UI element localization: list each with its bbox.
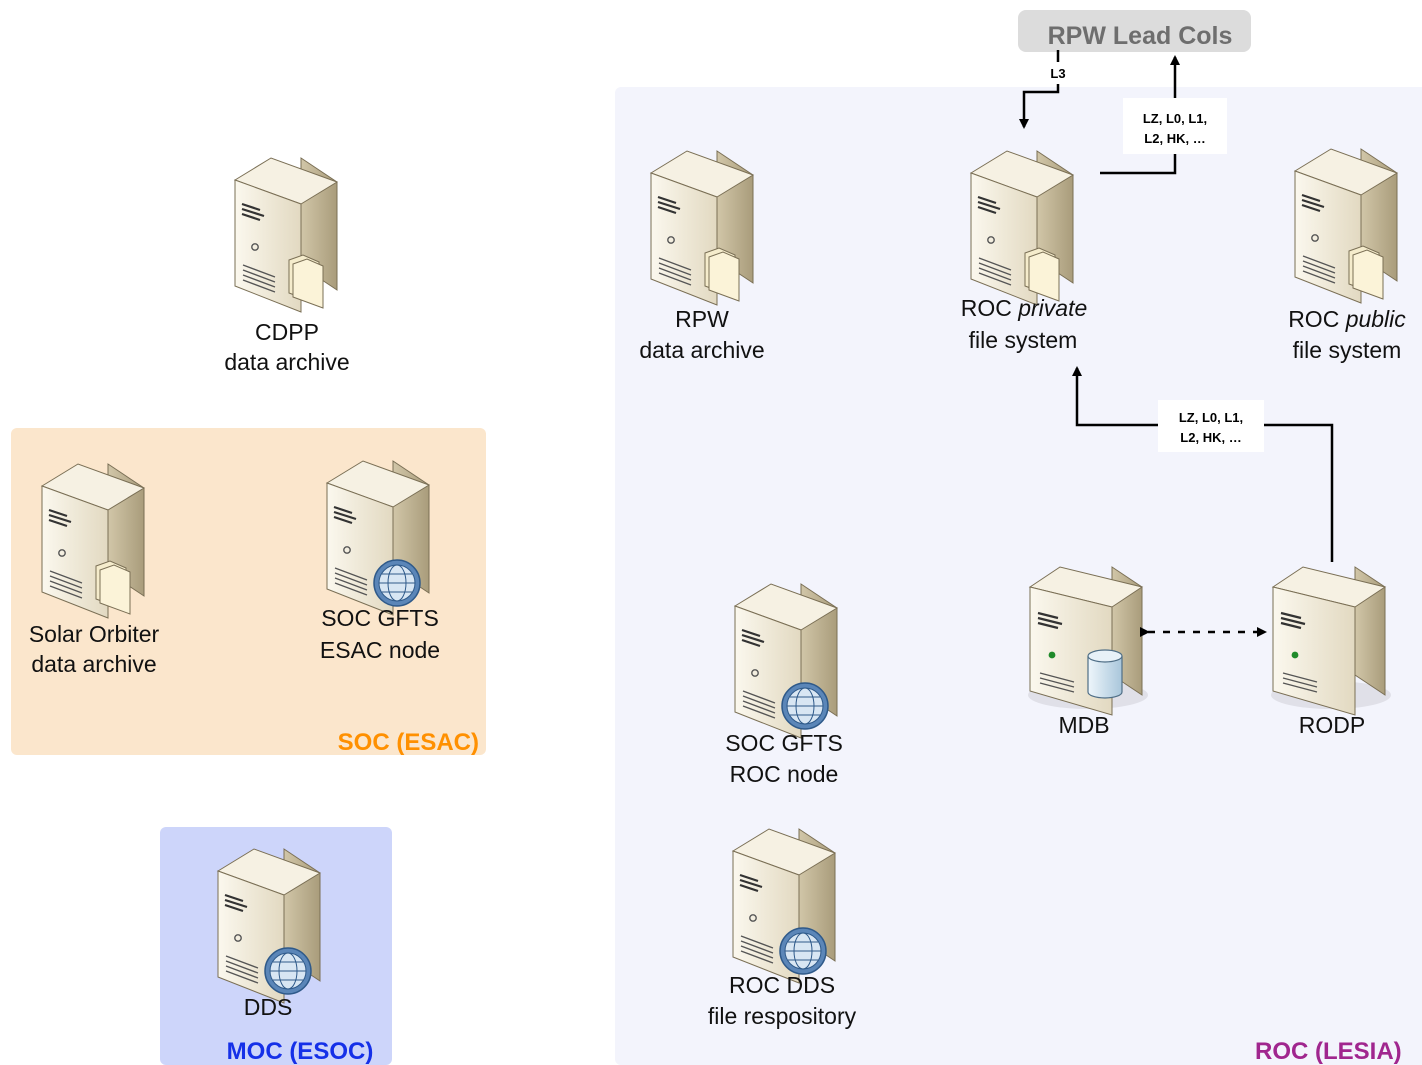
soc-gfts-roc-label-line2: ROC node <box>730 761 839 787</box>
cdpp-label-line2: data archive <box>224 349 349 375</box>
roc-dds-label-line2: file respository <box>708 1003 857 1029</box>
roc-public-file-server-icon <box>1295 149 1397 303</box>
rpw-lead-cols-box <box>1018 10 1251 52</box>
rpw-archive-label-line2: data archive <box>639 337 764 363</box>
mdb-database-server-icon <box>1028 567 1148 715</box>
dds-web-server-icon <box>218 849 320 1003</box>
soc-gfts-roc-label-line1: SOC GFTS <box>725 730 843 756</box>
soc-gfts-esac-label-line1: SOC GFTS <box>321 605 439 631</box>
l3-label-bg <box>1040 62 1076 84</box>
rodp-label: RODP <box>1299 712 1365 738</box>
private-to-lead-label-bg <box>1123 98 1227 154</box>
rpw-archive-file-server-icon <box>651 151 753 305</box>
cdpp-file-server-icon <box>235 158 337 312</box>
solar-orbiter-label-line2: data archive <box>31 651 156 677</box>
roc-private-label-italic: private <box>1017 295 1087 321</box>
private-to-lead-label-line2: L2, HK, … <box>1144 131 1205 146</box>
soc-esac-group-label: SOC (ESAC) <box>338 729 479 756</box>
solar-orbiter-label-line1: Solar Orbiter <box>29 621 160 647</box>
rodp-to-private-label-line1: LZ, L0, L1, <box>1179 410 1243 425</box>
rpw-archive-label-line1: RPW <box>675 306 729 332</box>
soc-gfts-esac-web-server-icon <box>327 461 429 615</box>
roc-public-label-prefix: ROC <box>1288 306 1346 332</box>
private-to-lead-edge <box>1100 55 1180 175</box>
cdpp-label-line1: CDPP <box>255 319 319 345</box>
moc-esoc-group-label: MOC (ESOC) <box>227 1038 374 1065</box>
private-to-lead-label-line1: LZ, L0, L1, <box>1143 111 1207 126</box>
rodp-to-private-label-bg <box>1158 400 1264 452</box>
roc-lesia-group <box>615 87 1422 1065</box>
roc-dds-label-line1: ROC DDS <box>729 972 835 998</box>
rodp-to-private-label-line2: L2, HK, … <box>1180 430 1241 445</box>
roc-public-label-italic: public <box>1345 306 1407 332</box>
rpw-lead-cols-label: RPW Lead Cols <box>1048 22 1233 50</box>
roc-dds-web-server-icon <box>733 829 835 983</box>
roc-lesia-group-label: ROC (LESIA) <box>1255 1038 1402 1065</box>
mdb-label: MDB <box>1058 712 1109 738</box>
solar-orbiter-file-server-icon <box>42 464 144 618</box>
roc-public-label-line2: file system <box>1293 337 1402 363</box>
roc-private-label-prefix: ROC <box>961 295 1019 321</box>
roc-private-file-server-icon <box>971 151 1073 305</box>
soc-gfts-roc-web-server-icon <box>735 584 837 738</box>
rodp-server-icon <box>1269 565 1393 717</box>
roc-private-label-line1: ROC private <box>961 295 1088 321</box>
l3-label: L3 <box>1050 66 1065 81</box>
roc-private-label-line2: file system <box>969 327 1078 353</box>
soc-gfts-esac-label-line2: ESAC node <box>320 637 440 663</box>
roc-public-label-line1: ROC public <box>1288 306 1406 332</box>
dds-label: DDS <box>244 994 293 1020</box>
